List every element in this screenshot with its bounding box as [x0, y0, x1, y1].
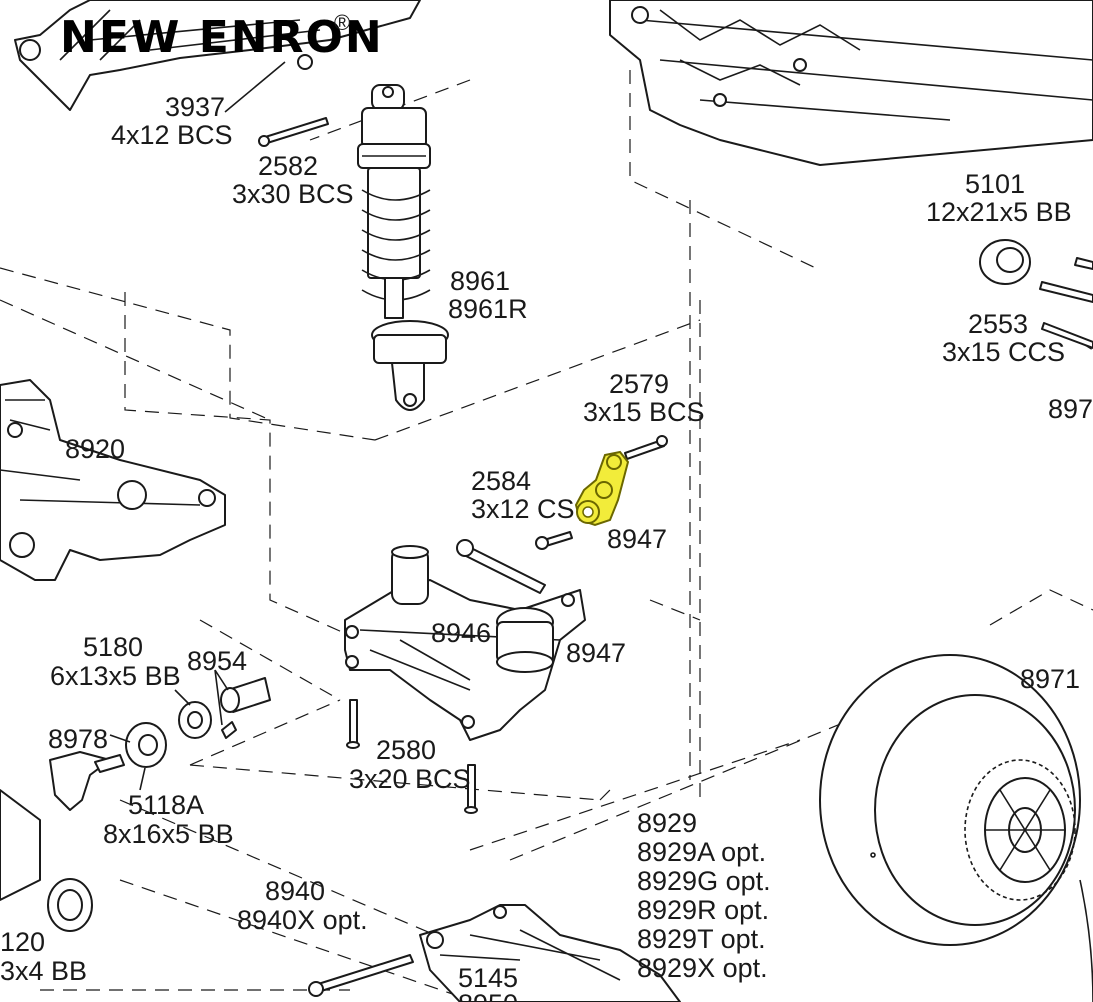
bolts-2580-part: [346, 699, 478, 814]
callout-8947: 8947: [566, 638, 626, 668]
callout-8946: 8946: [431, 618, 491, 648]
bolt-2582-part: [258, 117, 329, 147]
lower-arm-part: [308, 904, 681, 1002]
callout-8947-highlighted: 8947: [607, 524, 667, 554]
callout-8971: 8971: [1020, 664, 1080, 694]
callout-5145: 51458950: [458, 963, 518, 1002]
steering-assembly-part: [344, 539, 586, 741]
upper-arm-part: [14, 0, 421, 111]
callout-8978: 8978: [48, 724, 108, 754]
callout-8954: 8954: [187, 646, 247, 676]
highlighted-part-8947: [574, 450, 630, 527]
svg-text:®: ®: [334, 10, 350, 35]
shock-absorber-part: [357, 84, 449, 411]
bulkhead-8920-part: [0, 379, 226, 581]
bearing-5101-part: [979, 239, 1093, 349]
leader-lines: [109, 61, 286, 791]
screw-2584-part: [535, 531, 573, 550]
assembly-guide-lines: [0, 70, 1093, 1001]
wheel-8971-part: [819, 654, 1093, 1002]
brand-logo: NEW ENRON ®: [60, 10, 384, 63]
callout-897x: 897: [1048, 394, 1093, 424]
svg-text:NEW ENRON: NEW ENRON: [60, 12, 384, 63]
bolt-2579-part: [624, 435, 668, 460]
chassis-part: [609, 0, 1093, 166]
drive-parts: [0, 677, 271, 932]
callout-8920: 8920: [65, 434, 125, 464]
